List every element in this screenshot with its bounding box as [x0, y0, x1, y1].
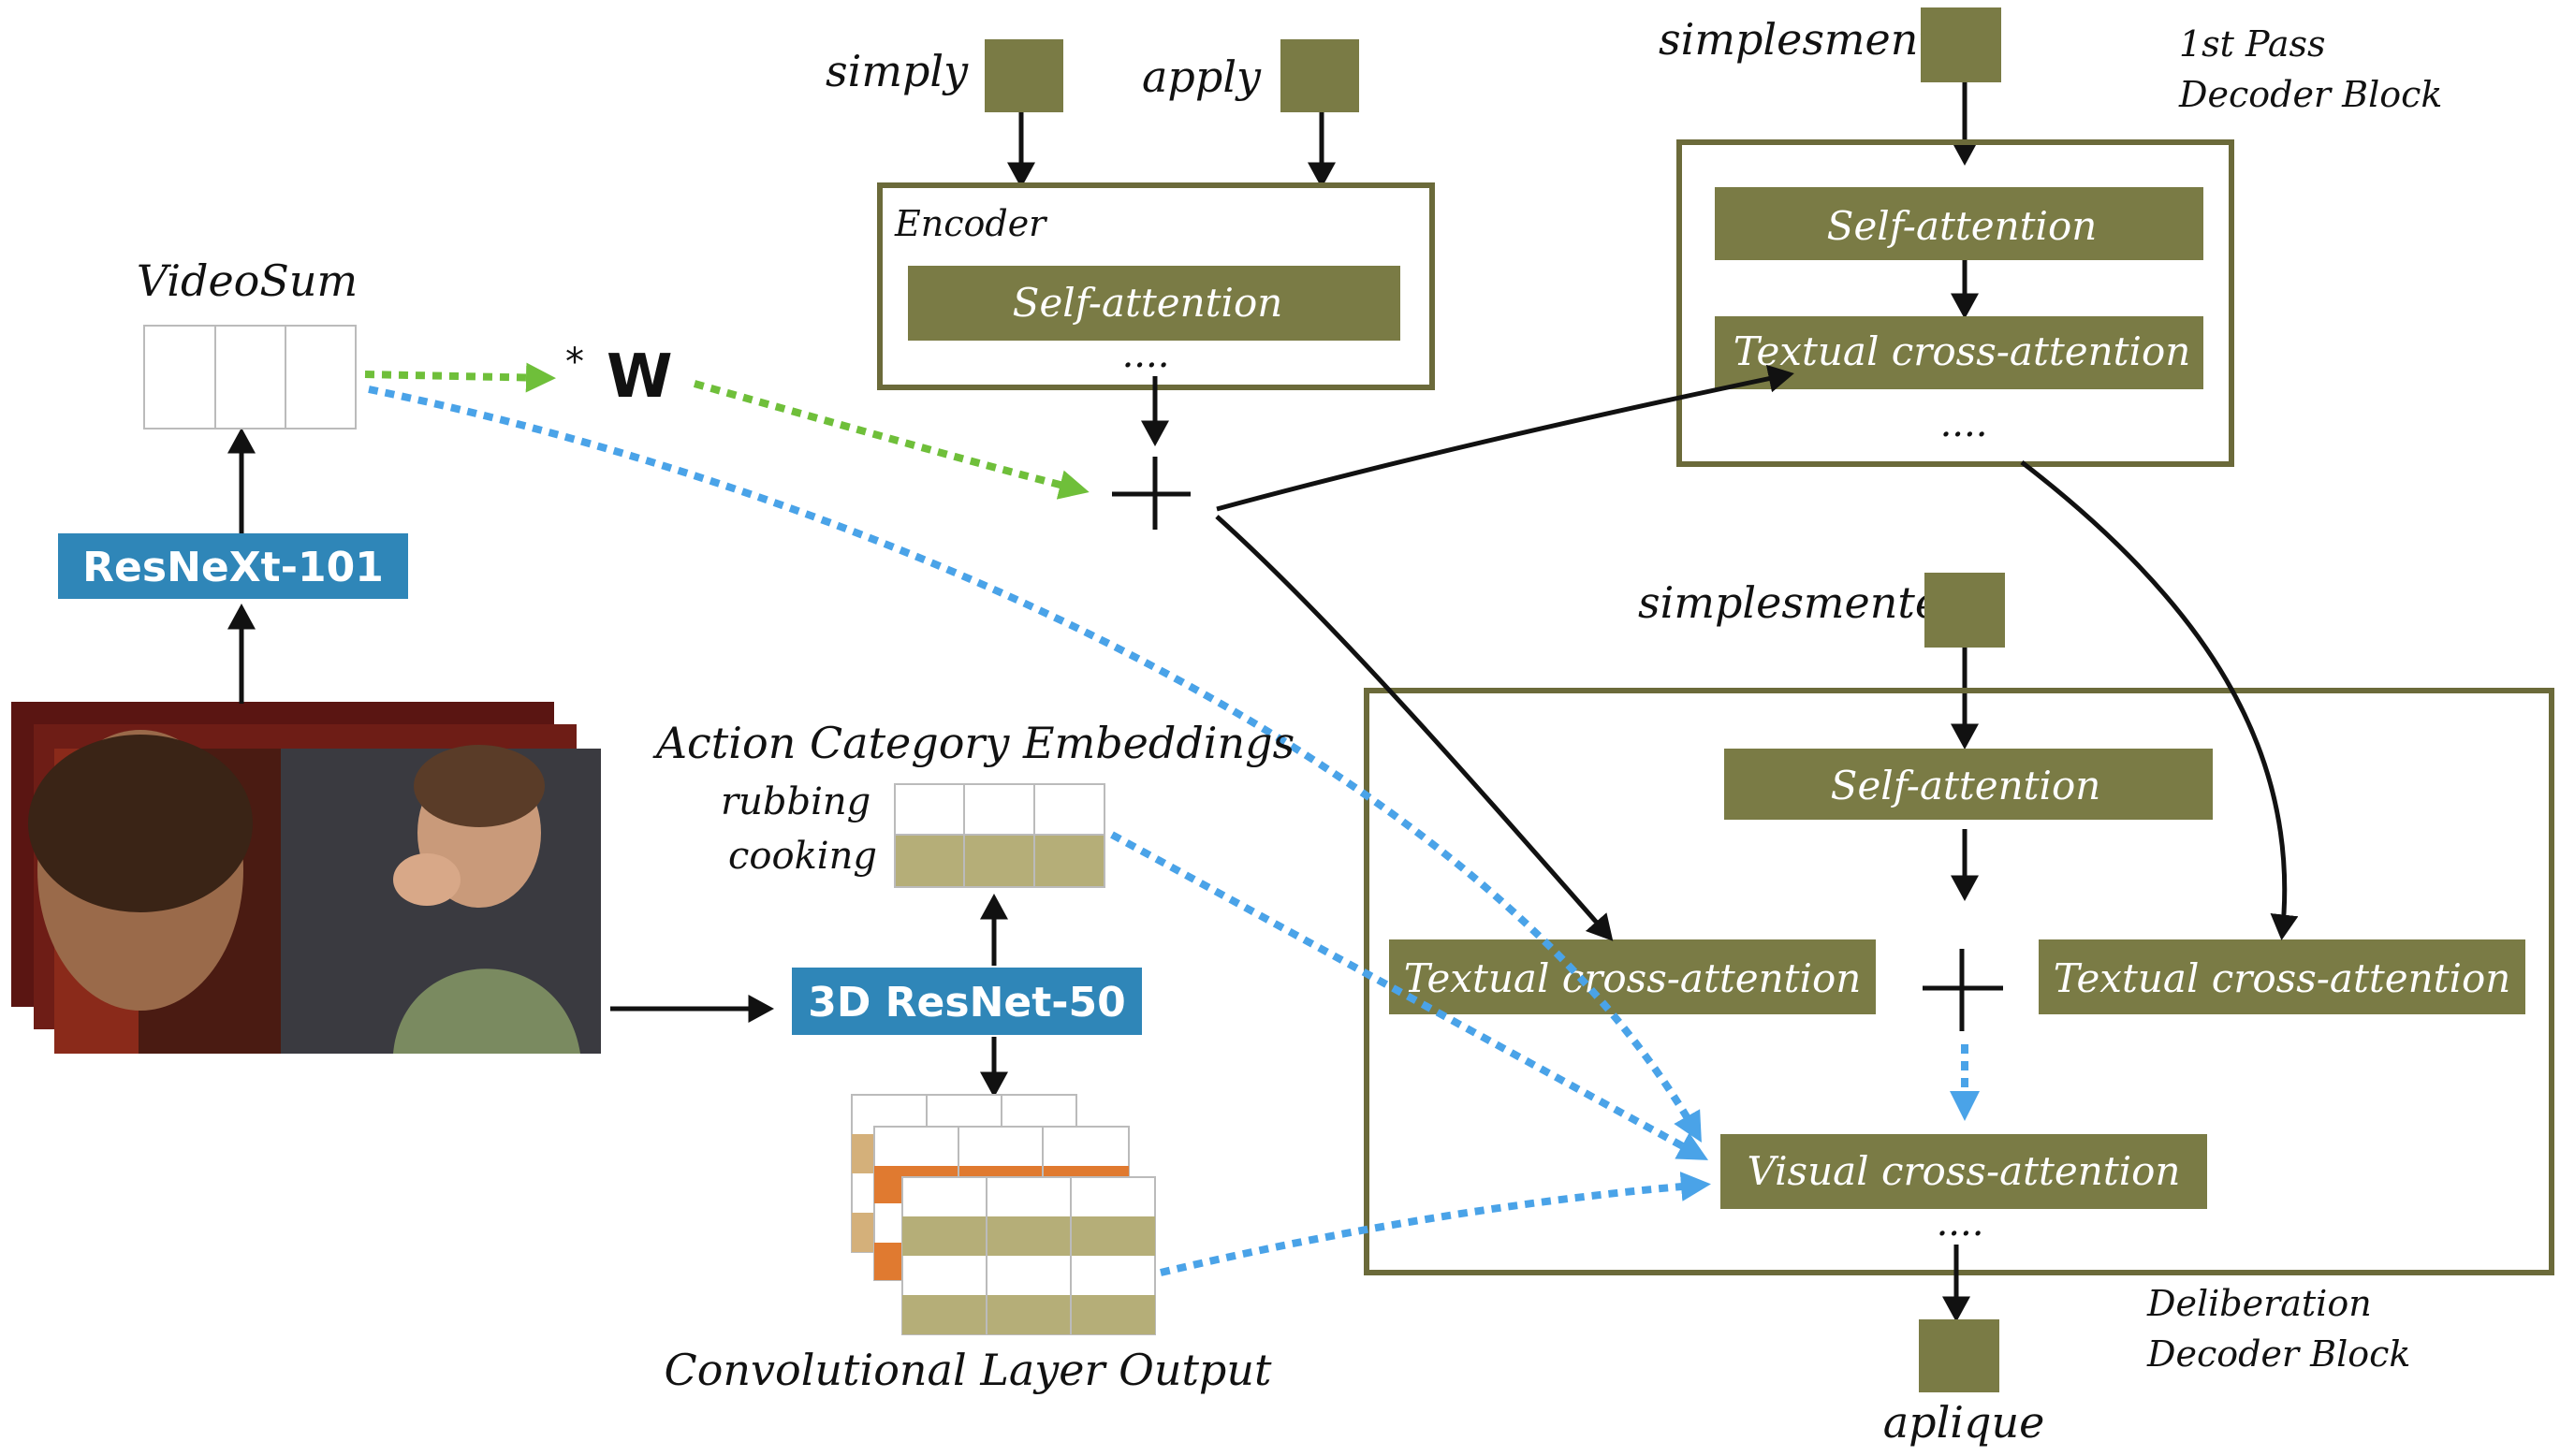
deliberation-textual-cross-left-label: Textual cross-attention: [1404, 955, 1862, 1001]
video-frames: [11, 702, 601, 1054]
action-embeddings-table: [894, 783, 1105, 888]
first-pass-textual-cross-box: [1715, 316, 2203, 389]
deliberation-textual-cross-right-label: Textual cross-attention: [2054, 955, 2511, 1001]
deliberation-output-label: aplique: [1883, 1397, 2045, 1448]
conv-output-label: Convolutional Layer Output: [665, 1345, 1273, 1395]
deliberation-plus-symbol: [1923, 949, 2003, 1031]
first-pass-decoder-block: simplesment 1st Pass Decoder Block Self-…: [1659, 7, 2442, 467]
deliberation-visual-cross-label: Visual cross-attention: [1748, 1148, 2181, 1194]
arrow-actions-to-visual-cross: [1110, 831, 1709, 1160]
first-pass-dots: ....: [1940, 402, 1988, 445]
deliberation-self-attention-label: Self-attention: [1831, 763, 2101, 808]
encoder-block: simply apply Encoder Self-attention ....: [826, 39, 1435, 446]
deliberation-input-token: [1924, 573, 2005, 648]
first-pass-textual-cross-label: Textual cross-attention: [1733, 328, 2191, 374]
deliberation-title-line1: Deliberation: [2146, 1283, 2372, 1324]
first-pass-title-line2: Decoder Block: [2178, 74, 2442, 115]
encoder-input-apply: apply: [1142, 51, 1262, 102]
encoder-input-token-apply: [1280, 39, 1359, 112]
deliberation-title-line2: Decoder Block: [2146, 1333, 2410, 1375]
arrow-weight-to-plus: [693, 380, 1090, 500]
videosum-title: VideoSum: [137, 255, 358, 306]
first-pass-frame: [1676, 139, 2234, 467]
deliberation-textual-cross-right-box: [2039, 939, 2525, 1014]
resnext-box: [58, 533, 408, 599]
arrow-videosum-to-visual-cross: [368, 386, 1702, 1143]
deliberation-input-label: simplesmente: [1638, 577, 1940, 628]
deliberation-visual-cross-box: [1720, 1134, 2207, 1209]
resnet3d-label: 3D ResNet-50: [808, 979, 1126, 1026]
encoder-title: Encoder: [894, 203, 1048, 244]
arrow-plus-to-deliberation-left: [1215, 515, 1614, 941]
action-item-cooking: cooking: [728, 835, 877, 878]
video-frame-front: [28, 730, 601, 1054]
resnet3d-box: [792, 968, 1142, 1035]
deliberation-decoder-block: simplesmente Self-attention Textual cros…: [1364, 573, 2554, 1448]
first-pass-input-token: [1921, 7, 2001, 82]
deliberation-textual-cross-left-box: [1389, 939, 1876, 1014]
combine-plus-symbol: [1112, 457, 1191, 530]
deliberation-frame: [1364, 688, 2554, 1275]
deliberation-dots: ....: [1937, 1201, 1984, 1245]
videosum-vector: [143, 325, 357, 430]
deliberation-self-attention-box: [1724, 749, 2213, 820]
action-item-rubbing: rubbing: [721, 780, 870, 823]
weight-star: *: [565, 341, 584, 384]
encoder-self-attention-label: Self-attention: [1013, 280, 1283, 326]
conv-layer-output-stack: [851, 1094, 1156, 1335]
actions-title: Action Category Embeddings: [652, 718, 1295, 768]
encoder-input-simply: simply: [826, 46, 969, 96]
first-pass-input-label: simplesment: [1659, 14, 1936, 65]
resnext-label: ResNeXt-101: [82, 544, 384, 591]
weight-matrix-label: W: [607, 342, 673, 412]
first-pass-self-attention-label: Self-attention: [1827, 203, 2098, 249]
encoder-dots: ....: [1122, 333, 1170, 376]
arrow-plus-to-first-pass-textual: [1216, 364, 1794, 512]
encoder-input-token-simply: [985, 39, 1063, 112]
encoder-self-attention-box: [908, 266, 1400, 341]
deliberation-output-token: [1919, 1319, 1999, 1392]
conv-map-front: [901, 1176, 1156, 1335]
first-pass-title-line1: 1st Pass: [2179, 23, 2326, 65]
arrow-first-pass-to-deliberation-right: [2020, 460, 2299, 940]
arrow-conv-to-visual-cross: [1160, 1172, 1711, 1276]
first-pass-self-attention-box: [1715, 187, 2203, 260]
arrow-videosum-to-weight: [364, 362, 556, 393]
